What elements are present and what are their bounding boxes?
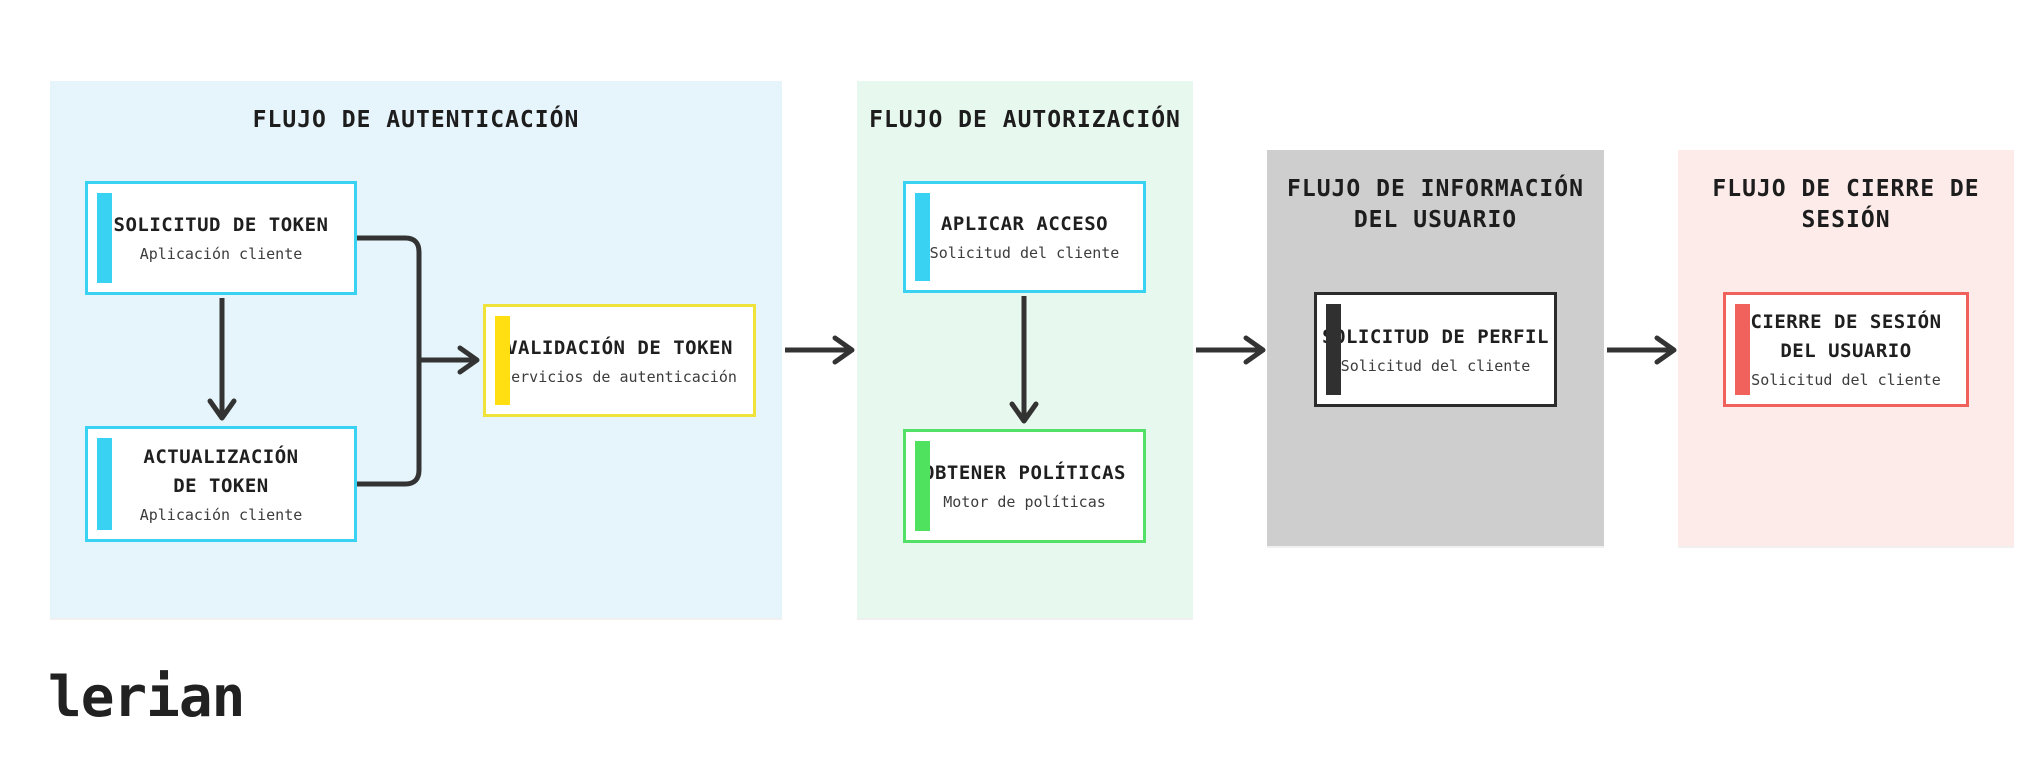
node-title: SOLICITUD DE TOKEN bbox=[113, 214, 329, 236]
node-title: OBTENER POLÍTICAS bbox=[923, 462, 1126, 484]
accent-bar-red bbox=[1735, 304, 1750, 395]
node-title: CIERRE DE SESIÓN DEL USUARIO bbox=[1750, 311, 1942, 362]
accent-bar-cyan bbox=[97, 438, 112, 530]
node-subtitle: Servicios de autenticación bbox=[502, 367, 737, 386]
node-subtitle: Aplicación cliente bbox=[139, 245, 303, 263]
panel-title-user-info: FLUJO DE INFORMACIÓN DEL USUARIO bbox=[1287, 176, 1584, 233]
node-apply-access: APLICAR ACCESO Solicitud del cliente bbox=[903, 181, 1146, 293]
panel-title-logout: FLUJO DE CIERRE DE SESIÓN bbox=[1712, 176, 1980, 233]
node-token-validation: VALIDACIÓN DE TOKEN Servicios de autenti… bbox=[483, 304, 756, 417]
node-title: VALIDACIÓN DE TOKEN bbox=[506, 336, 733, 359]
node-subtitle: Aplicación cliente bbox=[139, 505, 303, 524]
accent-bar-dark bbox=[1326, 304, 1341, 395]
node-subtitle: Solicitud del cliente bbox=[929, 244, 1120, 262]
node-title: APLICAR ACCESO bbox=[940, 213, 1109, 235]
accent-bar-cyan bbox=[97, 193, 112, 283]
node-token-request: SOLICITUD DE TOKEN Aplicación cliente bbox=[85, 181, 357, 295]
node-title: ACTUALIZACIÓN DE TOKEN bbox=[143, 445, 299, 497]
panel-title-authorization: FLUJO DE AUTORIZACIÓN bbox=[869, 107, 1181, 133]
node-user-logout: CIERRE DE SESIÓN DEL USUARIO Solicitud d… bbox=[1723, 292, 1969, 407]
node-subtitle: Solicitud del cliente bbox=[1751, 371, 1941, 389]
accent-bar-yellow bbox=[495, 316, 510, 405]
accent-bar-green bbox=[915, 441, 930, 531]
node-title: SOLICITUD DE PERFIL bbox=[1322, 325, 1549, 348]
node-get-policies: OBTENER POLÍTICAS Motor de políticas bbox=[903, 429, 1146, 543]
accent-bar-cyan bbox=[915, 193, 930, 281]
panel-title-authentication: FLUJO DE AUTENTICACIÓN bbox=[252, 107, 580, 133]
node-subtitle: Solicitud del cliente bbox=[1340, 356, 1531, 375]
node-subtitle: Motor de políticas bbox=[943, 493, 1106, 511]
node-token-refresh: ACTUALIZACIÓN DE TOKEN Aplicación client… bbox=[85, 426, 357, 542]
node-profile-request: SOLICITUD DE PERFIL Solicitud del client… bbox=[1314, 292, 1557, 407]
lerian-logo: lerian bbox=[48, 665, 245, 730]
